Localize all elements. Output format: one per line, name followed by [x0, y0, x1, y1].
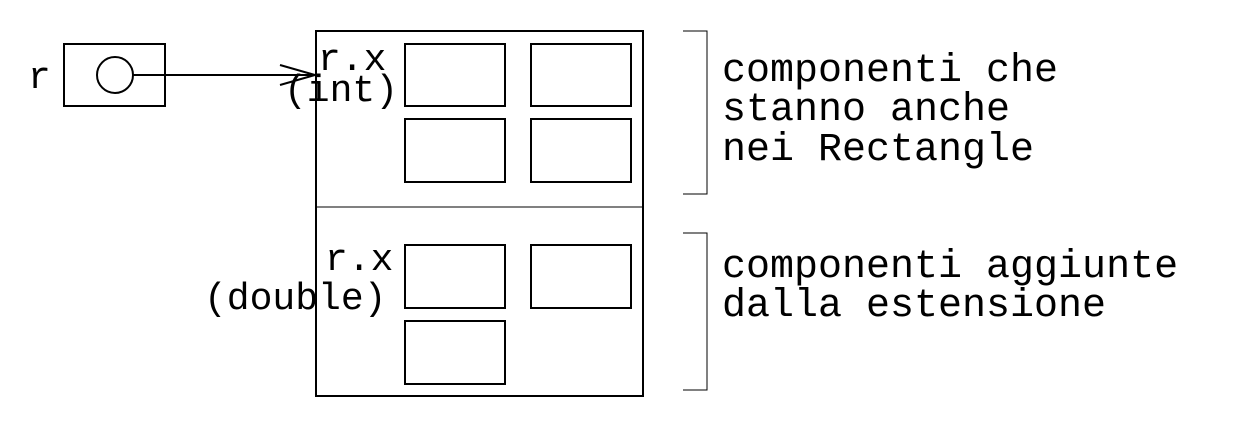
variable-label: r	[28, 57, 51, 100]
field-box	[404, 244, 506, 309]
annotation-added-line: componenti aggiunte	[722, 245, 1178, 290]
added-field-label: r.x	[325, 239, 393, 282]
field-box	[530, 43, 632, 107]
field-box	[404, 43, 506, 107]
field-box	[404, 118, 506, 183]
annotation-added-line: dalla estensione	[722, 284, 1106, 329]
inherited-fields	[404, 43, 632, 183]
bracket-added	[683, 232, 708, 391]
annotation-inherited-line: stanno anche	[722, 88, 1010, 133]
field-box	[404, 320, 506, 385]
reference-dot	[96, 56, 134, 94]
field-box	[530, 118, 632, 183]
field-box	[530, 244, 632, 309]
annotation-inherited-line: componenti che	[722, 49, 1058, 94]
annotation-inherited-line: nei Rectangle	[722, 128, 1034, 173]
inherited-field-label: r.x	[318, 39, 386, 82]
added-fields	[404, 244, 632, 385]
object-box	[315, 30, 644, 397]
bracket-inherited	[683, 30, 708, 195]
inherited-field-type: (int)	[284, 70, 398, 113]
added-field-type: (double)	[204, 278, 386, 321]
